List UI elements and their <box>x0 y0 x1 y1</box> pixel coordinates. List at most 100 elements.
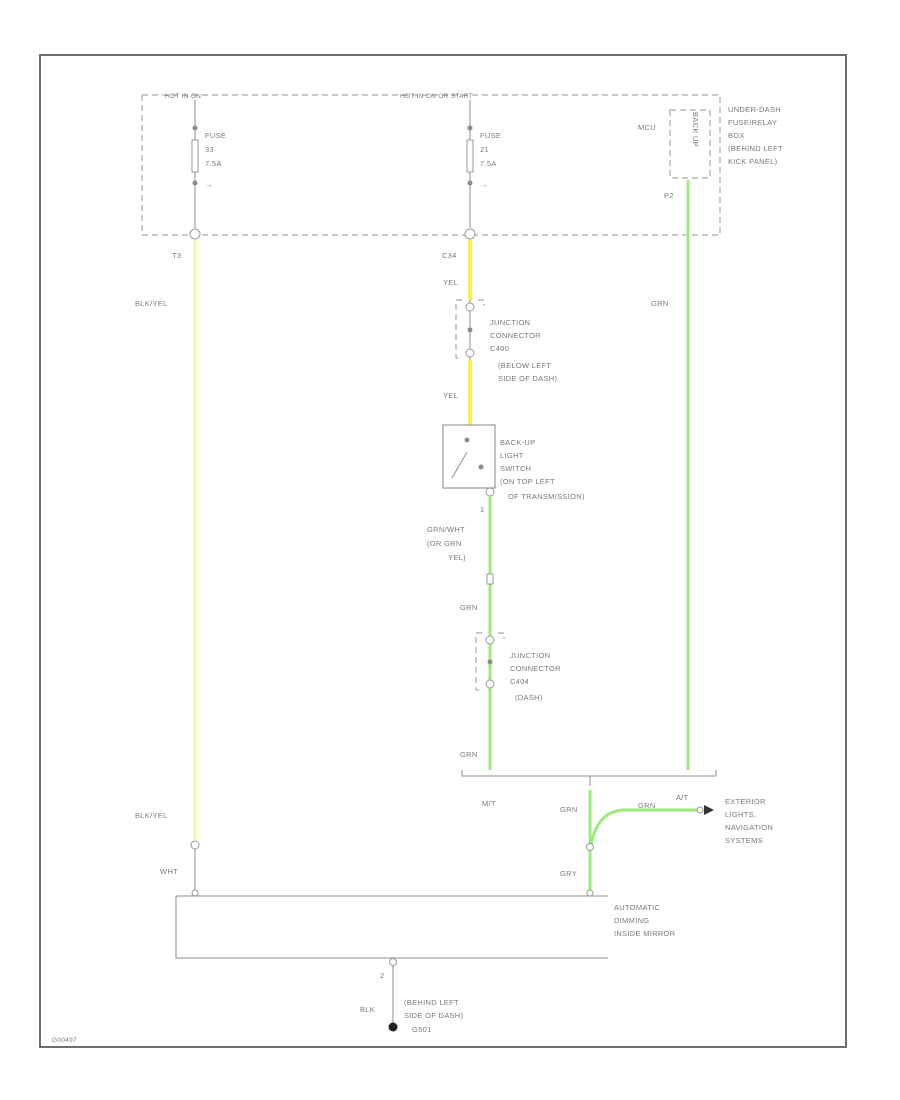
backup-light-switch-body <box>442 424 496 489</box>
wire-label-center-grn-2: GRN <box>460 750 478 759</box>
fuse-box-pin-center: C34 <box>442 251 457 260</box>
junction-1-line-3: (BELOW LEFT <box>498 361 551 370</box>
mirror-body <box>175 895 608 959</box>
switch-line-4: OF TRANSMISSION) <box>508 492 585 501</box>
fuse-21-arrow: → <box>480 180 488 189</box>
junction-2-line-0: JUNCTION <box>510 651 550 660</box>
fuse-relay-box-outline <box>141 94 721 236</box>
wire-label-center-grn-1: GRN <box>460 603 478 612</box>
junction-2-line-1: CONNECTOR <box>510 664 561 673</box>
exterior-line-1: LIGHTS, <box>725 810 756 819</box>
wire-label-ground: BLK <box>360 1005 375 1014</box>
fuse-21-bottom-dot <box>467 180 473 186</box>
fuse-box-text-4: KICK PANEL) <box>728 157 778 166</box>
ground-line-2: G501 <box>412 1025 432 1034</box>
junction-1-outline <box>455 299 485 359</box>
fuse-box-text-3: (BEHIND LEFT <box>728 144 783 153</box>
junction-1-top-pin <box>465 302 475 312</box>
fuse-box-pin-left-connector <box>189 228 201 240</box>
wire-branch-horizontal <box>588 808 700 851</box>
fuse-box-text-2: BOX <box>728 131 745 140</box>
switch-blade <box>451 451 468 479</box>
fuse-21-number: 21 <box>480 145 489 154</box>
left-wire-connector <box>190 840 200 850</box>
ground-line-1: SIDE OF DASH) <box>404 1011 464 1020</box>
exterior-line-0: EXTERIOR <box>725 797 766 806</box>
ground-line-0: (BEHIND LEFT <box>404 998 459 1007</box>
power-label-center: HOT IN ON OR START <box>400 93 473 100</box>
wire-label-center-yel-1: YEL <box>443 278 458 287</box>
junction-2-mid-dot <box>487 659 493 665</box>
switch-line-3: (ON TOP LEFT <box>500 477 555 486</box>
inline-connector <box>486 573 494 585</box>
ground-icon <box>388 1022 398 1032</box>
fuse-box-pin-left: T3 <box>172 251 181 260</box>
junction-1-bottom-pin <box>465 348 475 358</box>
wire-label-left-pin: WHT <box>160 867 178 876</box>
wire-label-branch-grn-2: GRN <box>638 801 656 810</box>
junction-1-line-4: SIDE OF DASH) <box>498 374 558 383</box>
fuse-box-pin-center-connector <box>464 228 476 240</box>
exterior-connector <box>696 806 704 814</box>
wire-label-right-grn: GRN <box>651 299 669 308</box>
mcu-label: MCU <box>638 123 656 132</box>
fuse-33-top-dot <box>192 125 198 131</box>
junction-1-line-2: C400 <box>490 344 509 353</box>
switch-pin-number: 1 <box>480 505 484 514</box>
switch-line-2: SWITCH <box>500 464 531 473</box>
fuse-21-body <box>466 139 474 173</box>
mirror-line-2: INSIDE MIRROR <box>614 929 676 938</box>
mcu-box <box>669 109 711 179</box>
mirror-line-0: AUTOMATIC <box>614 903 660 912</box>
switch-bottom-contact <box>478 464 484 470</box>
fuse-33-rating: 7.5A <box>205 159 222 168</box>
diagram-frame <box>39 54 847 1048</box>
fuse-21-rating: 7.5A <box>480 159 497 168</box>
wire-label-branch-gry: GRY <box>560 869 577 878</box>
switch-top-contact <box>464 437 470 443</box>
mcu-inner-label: BACK UP <box>691 112 700 147</box>
fuse-box-pin-right: P2 <box>664 191 674 200</box>
fuse-21-name: FUSE <box>480 131 501 140</box>
exterior-line-2: NAVIGATION <box>725 823 773 832</box>
junction-2-line-2: C404 <box>510 677 529 686</box>
wire-label-grn-wht-2: YEL) <box>448 553 466 562</box>
fuse-33-body <box>191 139 199 173</box>
switch-line-0: BACK-UP <box>500 438 535 447</box>
mirror-pin-number: 2 <box>380 971 384 980</box>
footer-code: G00497 <box>52 1037 77 1044</box>
power-label-left: HOT IN ON <box>165 93 201 100</box>
fuse-33-number: 33 <box>205 145 214 154</box>
fuse-33-name: FUSE <box>205 131 226 140</box>
wire-label-center-yel-2: YEL <box>443 391 458 400</box>
fuse-33-arrow: → <box>205 180 213 189</box>
wire-label-branch-grn-1: GRN <box>560 805 578 814</box>
at-label: A/T <box>676 793 689 802</box>
junction-2-outline <box>475 632 505 691</box>
junction-2-top-pin <box>485 635 495 645</box>
junction-1-line-1: CONNECTOR <box>490 331 541 340</box>
junction-2-line-3: (DASH) <box>515 693 543 702</box>
fuse-33-bottom-dot <box>192 180 198 186</box>
mt-label: M/T <box>482 799 496 808</box>
wire-label-grn-wht-0: GRN/WHT <box>427 525 465 534</box>
mirror-line-1: DIMMING <box>614 916 649 925</box>
exterior-line-3: SYSTEMS <box>725 836 763 845</box>
junction-1-line-0: JUNCTION <box>490 318 530 327</box>
switch-output-pin <box>485 487 495 497</box>
exterior-arrow-icon <box>704 805 714 815</box>
junction-1-mid-dot <box>467 327 473 333</box>
wire-label-left-bottom: BLK/YEL <box>135 811 168 820</box>
mirror-pin-right <box>586 889 594 897</box>
wire-label-left-top: BLK/YEL <box>135 299 168 308</box>
fuse-box-text-1: FUSE/RELAY <box>728 118 777 127</box>
mirror-pin-left <box>191 889 199 897</box>
fuse-box-text-0: UNDER-DASH <box>728 105 781 114</box>
mirror-ground-pin <box>389 958 397 966</box>
transmission-bracket <box>461 770 717 786</box>
junction-2-bottom-pin <box>485 679 495 689</box>
switch-line-1: LIGHT <box>500 451 524 460</box>
wire-label-grn-wht-1: (OR GRN <box>427 539 462 548</box>
fuse-21-top-dot <box>467 125 473 131</box>
